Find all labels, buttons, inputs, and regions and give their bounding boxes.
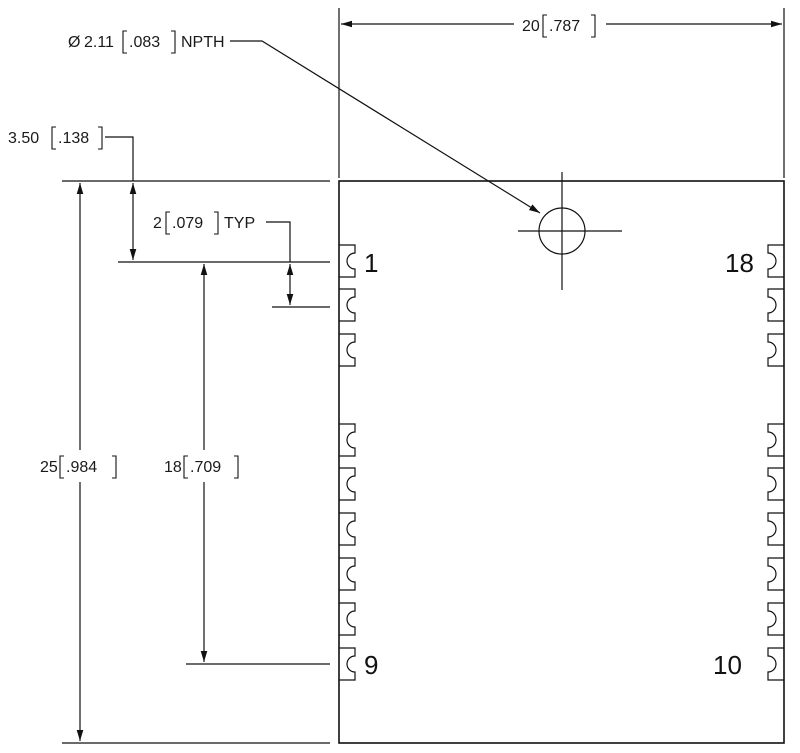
hole-callout: Ø 2.11 .083 NPTH — [68, 30, 541, 214]
svg-text:Ø: Ø — [68, 34, 80, 51]
svg-text:.079: .079 — [172, 215, 203, 232]
svg-text:.138: .138 — [58, 130, 89, 147]
pad-4 — [339, 423, 356, 457]
pad-5 — [339, 467, 356, 501]
svg-text:20: 20 — [522, 18, 540, 35]
pad-11 — [767, 602, 784, 636]
width-dimension: 20 .787 — [338, 8, 785, 178]
svg-text:.984: .984 — [66, 459, 97, 476]
pad-2 — [339, 288, 356, 322]
svg-text:.709: .709 — [190, 459, 221, 476]
pad-18 — [767, 244, 784, 278]
svg-text:TYP: TYP — [224, 215, 255, 232]
pad-17 — [767, 288, 784, 322]
svg-text:.787: .787 — [549, 18, 580, 35]
top-offset-dimension: 3.50 .138 — [8, 126, 137, 260]
pad-12 — [767, 557, 784, 591]
left-pad-column — [339, 244, 356, 681]
height-dimension: 25 .984 — [40, 183, 117, 741]
pad-16 — [767, 333, 784, 367]
svg-text:2.11: 2.11 — [84, 34, 114, 51]
pad-6 — [339, 512, 356, 546]
svg-text:NPTH: NPTH — [181, 34, 225, 51]
pad-15 — [767, 423, 784, 457]
pin-label-9: 9 — [364, 650, 378, 680]
svg-text:25: 25 — [40, 459, 58, 476]
pad-8 — [339, 602, 356, 636]
pad-9 — [339, 647, 356, 681]
pad-3 — [339, 333, 356, 367]
right-pad-column — [767, 244, 784, 681]
pad-14 — [767, 467, 784, 501]
svg-text:2: 2 — [153, 215, 162, 232]
pad-7 — [339, 557, 356, 591]
pin-span-dimension: 18 .709 — [164, 264, 239, 662]
pin-label-10: 10 — [713, 650, 742, 680]
pitch-dimension: 2 .079 TYP — [153, 211, 294, 305]
svg-text:18: 18 — [164, 459, 182, 476]
pad-1 — [339, 244, 356, 278]
svg-text:.083: .083 — [129, 34, 160, 51]
npth-hole — [518, 172, 622, 290]
pad-13 — [767, 512, 784, 546]
pin-label-18: 18 — [725, 248, 754, 278]
pad-10 — [767, 647, 784, 681]
svg-text:3.50: 3.50 — [8, 130, 39, 147]
pin-label-1: 1 — [364, 248, 378, 278]
